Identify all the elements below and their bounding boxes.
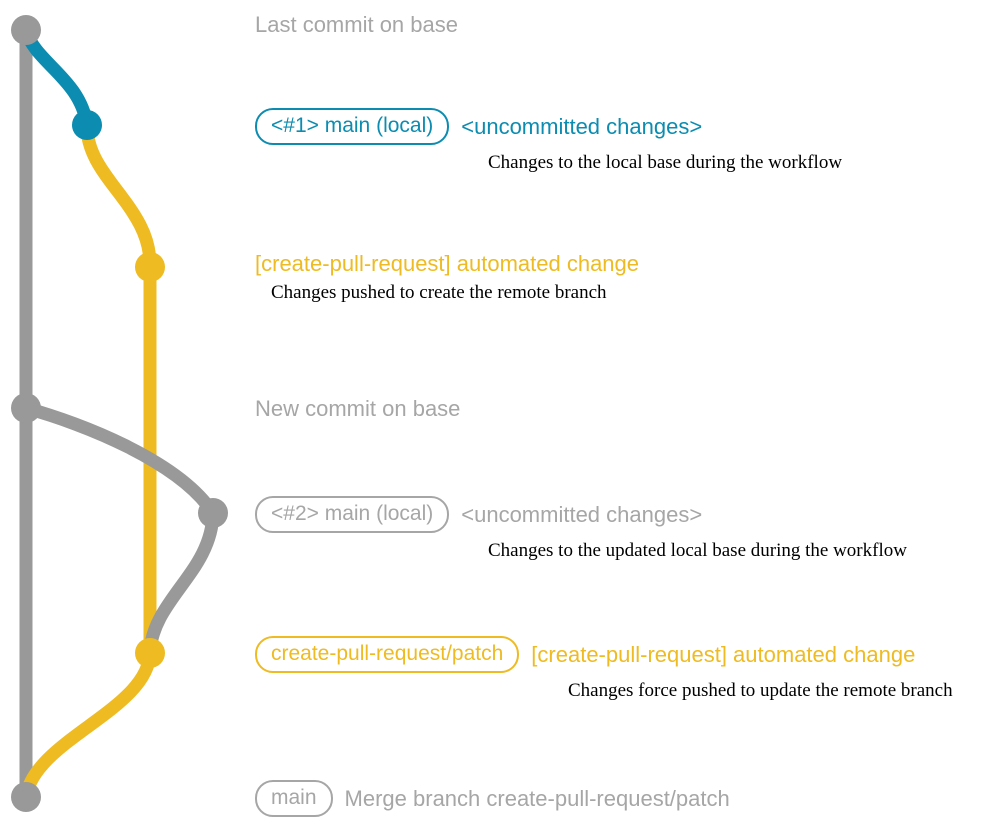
edge-local-1-to-automated-1 xyxy=(80,118,157,274)
commit-subject: <uncommitted changes> xyxy=(461,501,703,527)
commit-description: Changes to the updated local base during… xyxy=(488,540,907,562)
commit-subject: Merge branch create-pull-request/patch xyxy=(344,785,730,811)
commit-subject: [create-pull-request] automated change xyxy=(531,641,916,667)
headline: <#2> main (local) <uncommitted changes> xyxy=(255,496,907,534)
commit-title: New commit on base xyxy=(255,396,461,421)
row-local-change-1: <#1> main (local) <uncommitted changes> … xyxy=(255,108,842,174)
commit-subject: <uncommitted changes> xyxy=(461,113,703,139)
row-automated-change-2: create-pull-request/patch [create-pull-r… xyxy=(255,636,953,702)
branch-badge-create-pull-request-patch[interactable]: create-pull-request/patch xyxy=(255,636,520,674)
row-merge-commit: main Merge branch create-pull-request/pa… xyxy=(255,780,730,818)
headline: [create-pull-request] automated change xyxy=(255,252,639,275)
node-local-change-2[interactable] xyxy=(198,498,228,528)
headline: Last commit on base xyxy=(255,12,458,38)
row-automated-change-1: [create-pull-request] automated change C… xyxy=(255,252,639,304)
headline: create-pull-request/patch [create-pull-r… xyxy=(255,636,953,674)
commit-subject: [create-pull-request] automated change xyxy=(255,251,640,276)
headline: New commit on base xyxy=(255,396,460,422)
edge-new-base-to-local-2 xyxy=(19,401,220,520)
row-last-commit-on-base: Last commit on base xyxy=(255,12,458,38)
node-merge-commit[interactable] xyxy=(11,782,41,812)
commit-title: Last commit on base xyxy=(255,12,458,37)
edge-local-2-to-automated-2 xyxy=(143,506,220,660)
row-new-commit-on-base: New commit on base xyxy=(255,396,460,422)
commit-description: Changes to the local base during the wor… xyxy=(488,152,843,174)
branch-badge-main[interactable]: main xyxy=(255,780,333,818)
edge-automated-2-to-merge xyxy=(19,646,157,804)
row-local-change-2: <#2> main (local) <uncommitted changes> … xyxy=(255,496,907,562)
commit-description: Changes force pushed to update the remot… xyxy=(568,680,953,702)
headline: <#1> main (local) <uncommitted changes> xyxy=(255,108,842,146)
branch-badge-main-local-2[interactable]: <#2> main (local) xyxy=(255,496,450,534)
node-automated-change-2[interactable] xyxy=(135,638,165,668)
node-automated-change-1[interactable] xyxy=(135,252,165,282)
node-last-commit-on-base[interactable] xyxy=(11,15,41,45)
headline: main Merge branch create-pull-request/pa… xyxy=(255,780,730,818)
branch-badge-main-local-1[interactable]: <#1> main (local) xyxy=(255,108,450,146)
commit-description: Changes pushed to create the remote bran… xyxy=(271,282,607,304)
node-new-commit-on-base[interactable] xyxy=(11,393,41,423)
node-local-change-1[interactable] xyxy=(72,110,102,140)
